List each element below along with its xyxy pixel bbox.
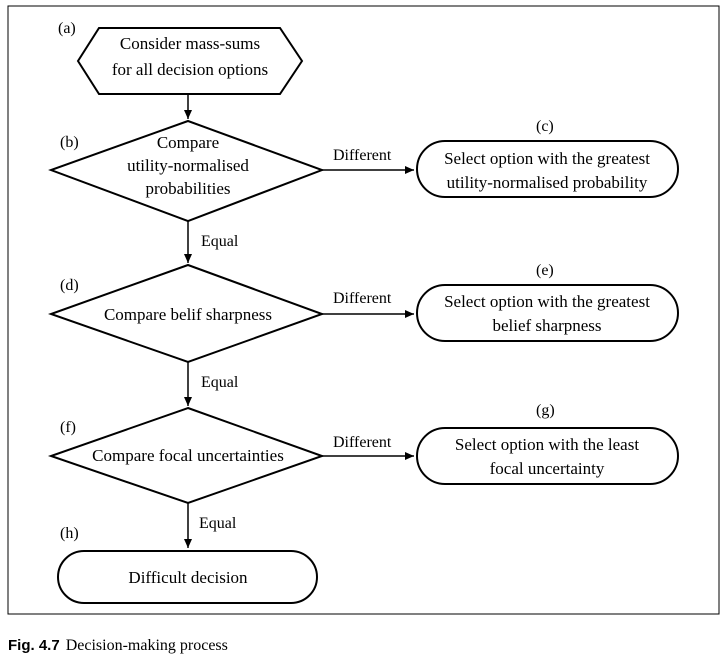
figure-caption: Fig. 4.7 Decision-making process (8, 637, 228, 655)
node-g-line-1: Select option with the least (455, 435, 639, 454)
node-d: (d) Compare belif sharpness (48, 263, 325, 364)
node-c-tag: (c) (536, 118, 554, 135)
node-g-tag: (g) (536, 402, 555, 419)
edge-f-g-label: Different (333, 434, 392, 451)
edge-d-e-label: Different (333, 290, 392, 307)
node-f-tag: (f) (60, 419, 76, 436)
node-e-line-2: belief sharpness (492, 316, 601, 335)
node-h-tag: (h) (60, 525, 79, 542)
figure-frame (7, 5, 720, 615)
node-b: (b) Compare utility-normalised probabili… (48, 119, 325, 223)
terminal-shape (57, 550, 318, 604)
node-c: (c) Select option with the greatest util… (416, 118, 679, 198)
node-a-line-2: for all decision options (112, 60, 268, 79)
node-g-line-2: focal uncertainty (490, 459, 605, 478)
edge-b-d-label: Equal (201, 233, 239, 250)
node-c-line-1: Select option with the greatest (444, 149, 650, 168)
node-b-line-1: Compare (157, 133, 219, 152)
node-d-tag: (d) (60, 277, 79, 294)
node-h: (h) Difficult decision (57, 525, 318, 604)
edge-d-f-label: Equal (201, 374, 239, 391)
terminal-shape (416, 284, 679, 342)
node-f-line-1: Compare focal uncertainties (92, 446, 284, 465)
edge-f-h-label: Equal (199, 515, 237, 532)
node-e-line-1: Select option with the greatest (444, 292, 650, 311)
figure-number: Fig. 4.7 (8, 637, 60, 654)
edge-b-c-label: Different (333, 147, 392, 164)
node-h-line-1: Difficult decision (128, 568, 248, 587)
node-g: (g) Select option with the least focal u… (416, 402, 679, 485)
node-d-line-1: Compare belif sharpness (104, 305, 272, 324)
node-a-tag: (a) (58, 20, 76, 37)
node-a: (a) Consider mass-sums for all decision … (58, 20, 304, 95)
node-b-line-3: probabilities (146, 179, 231, 198)
node-a-line-1: Consider mass-sums (120, 34, 260, 53)
node-e: (e) Select option with the greatest beli… (416, 262, 679, 342)
node-b-line-2: utility-normalised (127, 156, 249, 175)
terminal-shape (416, 140, 679, 198)
figure-title: Decision-making process (65, 637, 228, 654)
terminal-shape (416, 427, 679, 485)
node-b-tag: (b) (60, 134, 79, 151)
node-c-line-2: utility-normalised probability (447, 173, 648, 192)
node-f: (f) Compare focal uncertainties (47, 406, 325, 505)
node-e-tag: (e) (536, 262, 554, 279)
hexagon-shape (76, 27, 304, 95)
